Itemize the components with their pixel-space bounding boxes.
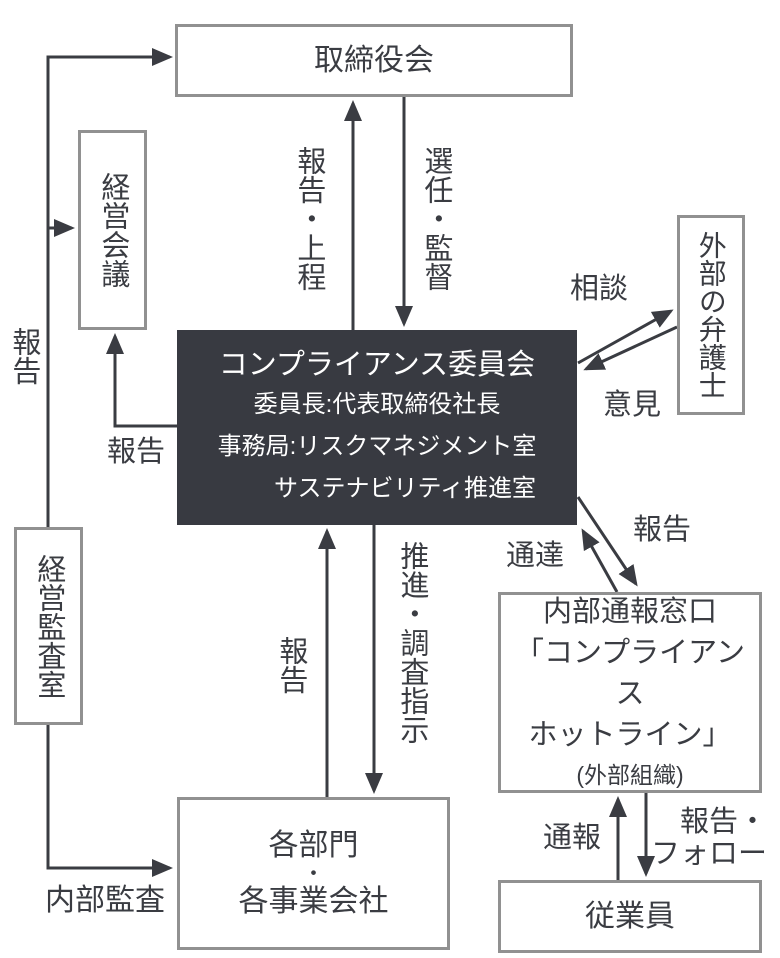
departments-separator-dot: ・ [302, 860, 325, 886]
committee-secretariat-line: 事務局:リスクマネジメント室 [217, 432, 537, 460]
board-of-directors-box: 取締役会 [175, 24, 573, 97]
edge-label-opinion: 意見 [603, 389, 662, 421]
departments-line2: 各事業会社 [238, 884, 389, 918]
hotline-line1: 内部通報窓口 [542, 595, 717, 628]
edge-label-whistleblowing: 通報 [543, 822, 602, 854]
edge-label-appointment-supervision: 選任・監督 [419, 146, 452, 291]
edge-label-consultation: 相談 [570, 273, 629, 305]
hotline-line3: ホットライン」 [528, 718, 732, 751]
employees-label: 従業員 [585, 899, 675, 933]
hotline-line2: 「コンプライアンス [515, 636, 745, 710]
edge-label-report-center: 報告 [274, 636, 307, 694]
committee-sustainability-line: サステナビリティ推進室 [273, 474, 537, 502]
compliance-committee-title: コンプライアンス委員会 [218, 348, 536, 381]
internal-reporting-hotline-box: 内部通報窓口 「コンプライアンス ホットライン」 (外部組織) [498, 592, 762, 793]
management-audit-office-box: 経営監査室 [14, 527, 83, 725]
edge-label-report-left-spine: 報告 [7, 327, 40, 385]
edge-label-internal-audit: 内部監査 [45, 884, 165, 917]
edge-label-report-follow: 報告・ フォロー [651, 806, 767, 870]
board-of-directors-label: 取締役会 [314, 43, 434, 77]
edge-label-report-follow-line1: 報告・ [679, 806, 767, 838]
arrow-opinion [583, 325, 678, 371]
arrow-internal-audit [46, 725, 173, 877]
hotline-external-org-note: (外部組織) [576, 761, 684, 788]
management-meeting-box: 経営会議 [78, 130, 147, 330]
arrow-report-to-hotline [576, 496, 638, 587]
management-audit-office-label: 経営監査室 [32, 553, 65, 699]
edge-label-report-follow-line2: フォロー [650, 838, 767, 870]
arrow-audit-to-board [46, 48, 173, 527]
edge-label-report-submission: 報告・上程 [292, 146, 325, 291]
external-lawyer-label: 外部の弁護士 [695, 231, 727, 399]
compliance-committee-box: コンプライアンス委員会 委員長:代表取締役社長 事務局:リスクマネジメント室 サ… [177, 330, 577, 525]
management-meeting-label: 経営会議 [96, 172, 129, 288]
edge-label-notice: 通達 [506, 540, 565, 572]
departments-line1: 各部門 [268, 828, 359, 862]
arrow-notice [581, 528, 619, 593]
departments-box: 各部門 ・ 各事業会社 [177, 797, 450, 950]
employees-box: 従業員 [498, 880, 762, 953]
edge-label-report-to-meeting: 報告 [107, 436, 166, 468]
external-lawyer-box: 外部の弁護士 [677, 215, 745, 415]
arrow-committee-to-meeting [106, 333, 177, 428]
edge-label-report-to-hotline: 報告 [633, 514, 692, 546]
committee-chair-line: 委員長:代表取締役社長 [253, 390, 501, 418]
edge-label-promotion-investigation: 推進・調査指示 [395, 541, 428, 744]
